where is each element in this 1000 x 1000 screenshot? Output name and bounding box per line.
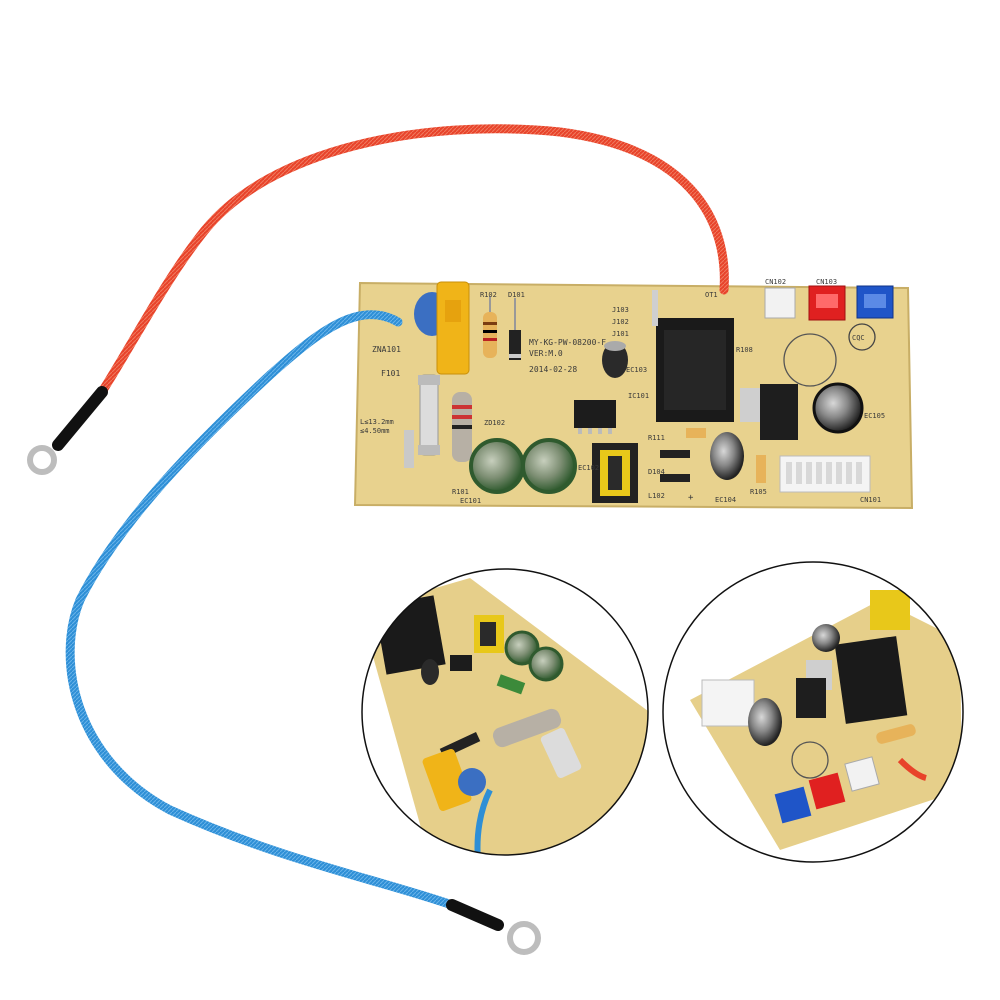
silk-cn101: CN101	[860, 496, 881, 504]
silk-ec104: EC104	[715, 496, 736, 504]
silk-version: VER:M.0	[529, 349, 563, 358]
red-wire-ring-terminal	[27, 445, 57, 475]
connector-cn102	[764, 287, 796, 319]
silk-ec103: EC103	[626, 366, 647, 374]
capacitor-ec103	[602, 342, 628, 378]
connector-cn101	[779, 455, 871, 493]
main-pcb: CQC ZNA101 F101 L≤13.2mm ≤4.50mm R102 D1…	[353, 278, 914, 510]
silk-plus: +	[688, 493, 694, 503]
capacitor-ec101	[469, 438, 525, 494]
silk-ic101: IC101	[628, 392, 649, 400]
silk-ot1: OT1	[705, 291, 718, 299]
silk-ec105: EC105	[864, 412, 885, 420]
silk-cn103: CN103	[816, 278, 837, 286]
capacitor-ec102	[521, 438, 577, 494]
silk-j103: J103	[612, 306, 629, 314]
silk-ec101: EC101	[460, 497, 481, 505]
silk-l102: L102	[648, 492, 665, 500]
silk-date: 2014-02-28	[529, 365, 577, 374]
silk-r105: R105	[750, 488, 767, 496]
blue-wire-ring-terminal	[507, 921, 541, 955]
silk-r111: R111	[648, 434, 665, 442]
silk-zna101: ZNA101	[372, 345, 401, 354]
silk-d104: D104	[648, 468, 665, 476]
voltage-regulator	[740, 388, 762, 422]
capacitor-ec104	[710, 432, 744, 480]
silk-r108: R108	[736, 346, 753, 354]
silk-zd102: ZD102	[484, 419, 505, 427]
capacitor-ec105	[812, 382, 864, 434]
x-capacitor	[436, 281, 470, 375]
diode-d101	[509, 330, 521, 360]
silk-cn102: CN102	[765, 278, 786, 286]
silk-j102: J102	[612, 318, 629, 326]
silk-part-number: MY-KG-PW-08200-F	[529, 338, 606, 347]
silk-d101: D101	[508, 291, 525, 299]
resistor-r102	[483, 312, 497, 358]
fuse	[419, 374, 439, 456]
silk-r102: R102	[480, 291, 497, 299]
blue-wire	[65, 310, 541, 955]
silk-cqc: CQC	[852, 334, 865, 342]
cqc-mark	[848, 323, 876, 351]
connector-red	[808, 285, 846, 321]
silk-f101: F101	[381, 369, 400, 378]
ic101	[574, 400, 616, 428]
silk-ec102: EC102	[578, 464, 599, 472]
silk-l-spec: L≤13.2mm	[360, 418, 394, 426]
red-wire	[27, 124, 729, 475]
silk-j101: J101	[612, 330, 629, 338]
silk-l-spec2: ≤4.50mm	[360, 427, 390, 435]
detail-inset-right	[662, 561, 964, 863]
silk-r101: R101	[452, 488, 469, 496]
detail-inset-left	[361, 568, 649, 856]
